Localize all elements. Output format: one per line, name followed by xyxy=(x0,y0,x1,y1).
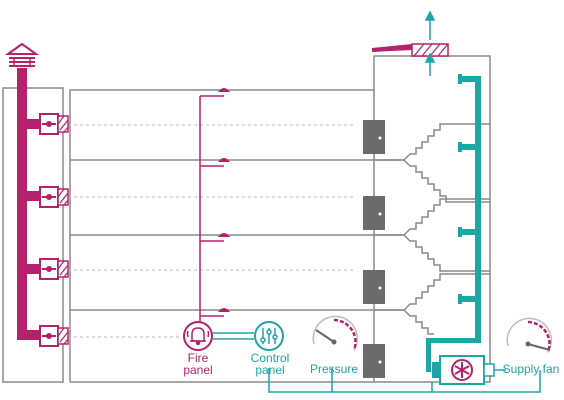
supply-duct xyxy=(426,74,481,372)
door-4 xyxy=(363,344,385,378)
stair-line-3 xyxy=(374,309,434,335)
control-panel-label-line1: Control xyxy=(250,351,290,365)
control-panel-label: Control panel xyxy=(246,352,294,376)
supply-outlet-cap-3 xyxy=(458,227,462,237)
smoke-detector-icon xyxy=(218,88,230,92)
damper-icon xyxy=(39,113,69,135)
damper-icon xyxy=(39,186,69,208)
gauge-icon xyxy=(312,315,359,351)
fan-inlet xyxy=(432,362,440,378)
sliders-icon xyxy=(260,328,278,344)
smoke-detector-icon xyxy=(218,158,230,162)
panel-link xyxy=(213,332,254,340)
supply-outlet-cap-1 xyxy=(458,74,462,84)
smoke-exhaust-shaft xyxy=(4,42,41,340)
smoke-shaft-outline xyxy=(2,87,64,383)
fire-wiring xyxy=(199,95,224,322)
supply-outlet-2 xyxy=(458,144,481,150)
control-panel-label-line2: panel xyxy=(255,363,285,377)
supply-riser xyxy=(475,78,481,340)
door-3 xyxy=(363,270,385,304)
branch-stub-4 xyxy=(27,330,41,340)
building-outline xyxy=(2,55,491,383)
damper-blade xyxy=(372,44,412,52)
supply-connector xyxy=(426,338,481,343)
supply-outlet-1 xyxy=(458,76,481,82)
control-panel[interactable] xyxy=(254,321,284,351)
stair-line-0 xyxy=(374,123,490,161)
branch-stub-1 xyxy=(27,119,41,129)
damper-icon xyxy=(39,325,69,347)
supply-fan-label: Supply fan xyxy=(502,362,560,376)
door-2 xyxy=(363,196,385,230)
pressure-label: Pressure xyxy=(309,362,359,376)
damper-icon xyxy=(39,258,69,280)
supply-outlet-cap-4 xyxy=(458,294,462,304)
fan-icon xyxy=(451,359,473,381)
chimney-cap-icon xyxy=(4,42,40,67)
stair-line-2b xyxy=(374,273,490,311)
control-wiring xyxy=(268,368,541,393)
door-1 xyxy=(363,120,385,154)
stair-line-2 xyxy=(374,234,490,272)
branch-stub-3 xyxy=(27,264,41,274)
bell-icon xyxy=(186,327,210,346)
supply-outlet-4 xyxy=(458,296,481,302)
smoke-detector-icon xyxy=(218,308,230,312)
exhaust-dampers xyxy=(39,113,69,347)
branch-stub-2 xyxy=(27,191,41,201)
fire-panel-label-line2: panel xyxy=(183,363,213,377)
fire-panel[interactable] xyxy=(183,321,213,351)
building-wall xyxy=(69,55,491,383)
fan-outlet xyxy=(483,363,495,377)
fire-panel-label-line1: Fire xyxy=(187,351,209,365)
fire-panel-label: Fire panel xyxy=(178,352,218,376)
supply-outlet-cap-2 xyxy=(458,142,462,152)
supply-drop xyxy=(426,338,431,372)
fire-panel-circle xyxy=(183,321,213,351)
roof-damper xyxy=(372,43,449,57)
arrow-up-icon xyxy=(424,10,436,76)
stair-line-1b xyxy=(374,198,490,236)
supply-outlet-3 xyxy=(458,229,481,235)
stair-doors xyxy=(363,120,385,378)
stair-line-1 xyxy=(374,159,490,203)
duct-dashed-lines xyxy=(68,124,355,338)
smoke-detector-icon xyxy=(218,233,230,237)
smoke-detectors xyxy=(218,88,230,312)
supply-fan[interactable] xyxy=(432,355,506,385)
exhaust-duct xyxy=(17,68,27,340)
gauge-icon xyxy=(506,317,553,353)
